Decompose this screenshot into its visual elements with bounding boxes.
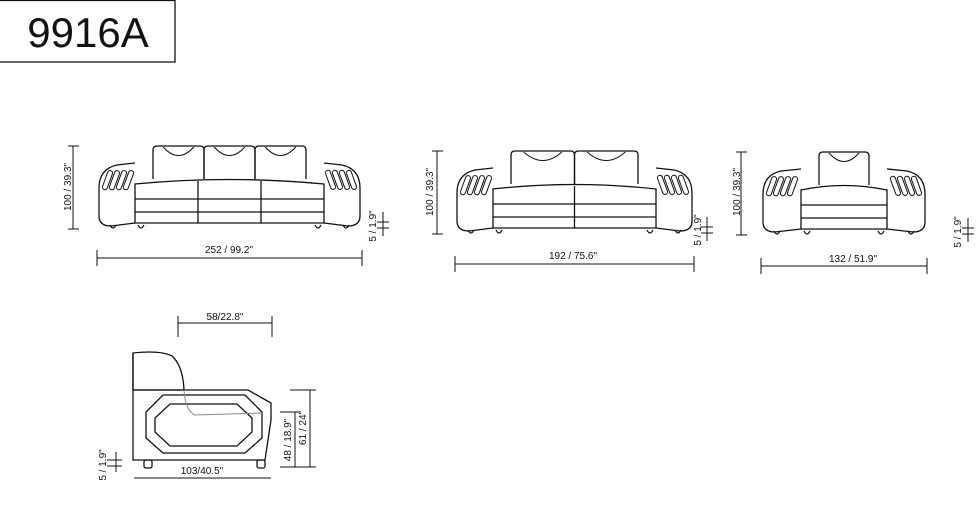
vent-slot — [786, 176, 799, 197]
leg — [314, 224, 322, 229]
vent-slot — [663, 174, 676, 195]
back-cushion — [203, 145, 256, 179]
vent-slot — [122, 170, 135, 191]
sofa-front-view — [68, 145, 389, 266]
leg — [674, 229, 682, 234]
seat-depth-label: 58/22.8" — [207, 312, 244, 323]
cushion-fold — [264, 146, 297, 156]
vent-slot — [324, 169, 337, 190]
vent-slot — [656, 174, 669, 195]
depth-label: 103/40.5" — [181, 466, 224, 477]
vent-slot — [459, 175, 472, 196]
back-cushion — [573, 150, 639, 184]
left-arm — [98, 162, 136, 227]
model-title: 9916A — [27, 9, 148, 56]
right-arm — [323, 162, 361, 227]
left-arm — [762, 168, 802, 233]
vent-slot — [670, 174, 683, 195]
leg — [495, 229, 503, 234]
cushion-fold — [828, 152, 860, 162]
leg — [342, 224, 350, 229]
vent-slot — [101, 170, 114, 191]
arm-height-label: 61 / 24" — [298, 410, 309, 445]
back-cushion — [254, 145, 307, 179]
seat-base — [492, 183, 657, 229]
cushion-fold — [213, 146, 246, 156]
seat-base — [134, 178, 325, 224]
loveseat-front-view — [432, 150, 713, 272]
vent-slot — [889, 175, 902, 196]
vent-slot — [677, 174, 690, 195]
loveseat-width-label: 192 / 75.6" — [549, 251, 597, 262]
vent-slot — [466, 175, 479, 196]
title-box: 9916A — [0, 0, 176, 63]
leg — [467, 229, 475, 234]
leg — [877, 230, 885, 235]
chair-leg-label: 5 / 1.9" — [953, 216, 964, 248]
leg — [109, 224, 117, 229]
vent-slot — [345, 169, 358, 190]
chair-height-label: 100 / 39.3" — [732, 168, 743, 216]
side-leg-label: 5 / 1.9" — [98, 449, 109, 481]
back-cushion — [152, 145, 205, 179]
vent-slot — [338, 169, 351, 190]
loveseat-leg-label: 5 / 1.9" — [693, 214, 704, 246]
sofa-height-label: 100 / 39.3" — [63, 163, 74, 211]
leg — [803, 230, 811, 235]
right-arm — [655, 167, 693, 232]
leg — [773, 230, 781, 235]
cushion-fold — [586, 151, 626, 161]
vent-slot — [765, 176, 778, 197]
right-arm — [886, 168, 926, 233]
chair-width-label: 132 / 51.9" — [829, 254, 877, 265]
vent-slot — [772, 176, 785, 197]
cushion-fold — [162, 146, 195, 156]
vent-slot — [473, 175, 486, 196]
vent-slot — [903, 175, 916, 196]
vent-slot — [115, 170, 128, 191]
chair-front-view — [736, 151, 974, 274]
back-cushion — [818, 151, 870, 185]
seat-height-label: 48 / 18.9" — [283, 418, 294, 461]
seat-base — [800, 184, 888, 230]
vent-slot — [910, 175, 923, 196]
cushion-fold — [523, 151, 563, 161]
left-arm — [456, 167, 494, 232]
vent-slot — [331, 169, 344, 190]
sofa-leg-label: 5 / 1.9" — [368, 210, 379, 242]
vent-slot — [480, 175, 493, 196]
sofa-width-label: 252 / 99.2" — [205, 245, 253, 256]
leg — [907, 230, 915, 235]
vent-slot — [108, 170, 121, 191]
vent-slot — [896, 175, 909, 196]
side-view — [107, 316, 316, 479]
back-cushion — [510, 150, 576, 184]
leg — [646, 229, 654, 234]
loveseat-height-label: 100 / 39.3" — [425, 168, 436, 216]
vent-slot — [779, 176, 792, 197]
leg — [137, 224, 145, 229]
